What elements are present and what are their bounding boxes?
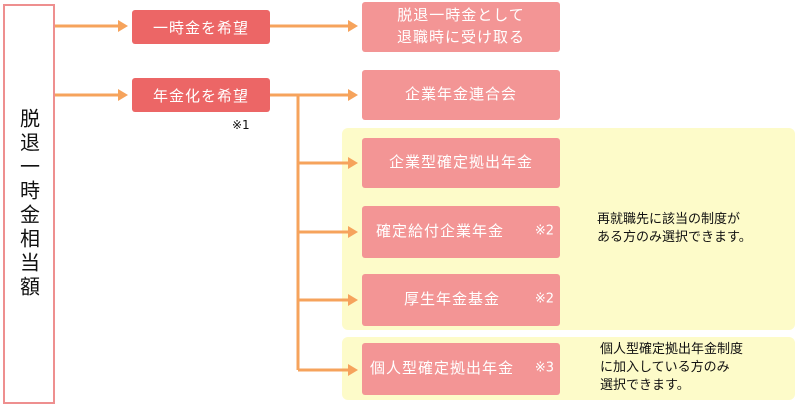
annuity-option-label: 年金化を希望 bbox=[152, 86, 249, 105]
pension-fund-box: 厚生年金基金 ※2 bbox=[362, 274, 560, 326]
root-label: 脱退一時金相当額 bbox=[16, 108, 41, 300]
reemployment-note: 再就職先に該当の制度が ある方のみ選択できます。 bbox=[597, 212, 752, 246]
idc-note: 個人型確定拠出年金制度 に加入している方のみ 選択できます。 bbox=[600, 342, 744, 394]
root-box: 脱退一時金相当額 bbox=[3, 4, 55, 404]
lumpsum-option-box: 一時金を希望 bbox=[132, 10, 270, 44]
pension-federation-box: 企業年金連合会 bbox=[362, 70, 560, 120]
receive-at-retirement-label: 脱退一時金として 退職時に受け取る bbox=[396, 6, 525, 46]
pension-fund-label: 厚生年金基金 bbox=[404, 290, 501, 309]
pension-fund-ref: ※2 bbox=[534, 291, 554, 307]
pension-federation-label: 企業年金連合会 bbox=[404, 85, 517, 104]
annuity-option-box: 年金化を希望 bbox=[132, 78, 270, 112]
defined-benefit-ref: ※2 bbox=[534, 223, 554, 239]
corporate-dc-label: 企業型確定拠出年金 bbox=[388, 153, 533, 172]
lumpsum-option-label: 一時金を希望 bbox=[152, 18, 249, 37]
receive-at-retirement-box: 脱退一時金として 退職時に受け取る bbox=[362, 2, 560, 52]
defined-benefit-box: 確定給付企業年金 ※2 bbox=[362, 206, 560, 258]
annuity-note-mark: ※1 bbox=[232, 118, 250, 132]
individual-dc-ref: ※3 bbox=[534, 360, 554, 376]
corporate-dc-box: 企業型確定拠出年金 bbox=[362, 138, 560, 188]
individual-dc-box: 個人型確定拠出年金 ※3 bbox=[362, 343, 560, 395]
individual-dc-label: 個人型確定拠出年金 bbox=[370, 359, 515, 378]
defined-benefit-label: 確定給付企業年金 bbox=[376, 222, 505, 241]
